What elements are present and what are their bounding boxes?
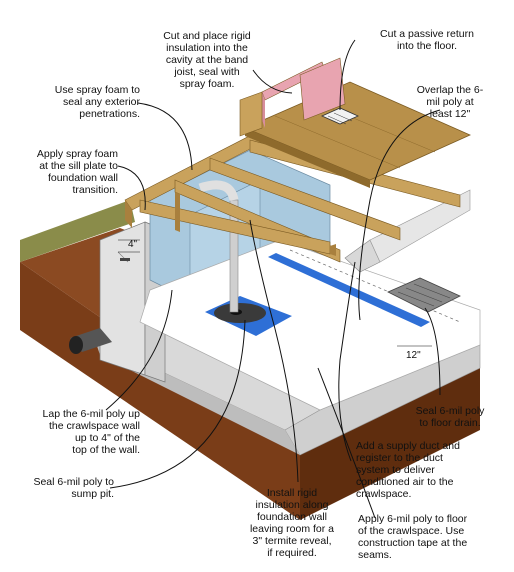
sump-riser-pipe (198, 180, 239, 313)
floor-drain-grate (387, 277, 461, 313)
passive-return-register (321, 107, 359, 125)
callout-seal-sump: Seal 6-mil poly to sump pit. (33, 476, 114, 500)
callout-overlap-poly: Overlap the 6- mil poly at least 12" (416, 84, 484, 120)
callout-floor-poly-tape: Apply 6-mil poly to floor of the crawlsp… (358, 513, 468, 561)
sump-pit (205, 296, 292, 336)
dimension-wall-reveal: 4" (118, 239, 140, 253)
callout-rigid-insulation-wall: Install rigid insulation along foundatio… (249, 487, 335, 559)
poly-floor (139, 239, 481, 411)
wall-vent (120, 258, 130, 261)
dimension-overlap: 12" (397, 345, 432, 361)
drain-pipe (69, 328, 112, 354)
dimension-wall-reveal-label: 4" (128, 239, 138, 250)
callout-seal-floor-drain: Seal 6-mil poly to floor drain. (415, 405, 485, 429)
supply-duct (344, 189, 471, 273)
callout-band-joist-insulation: Cut and place rigid insulation into the … (163, 30, 251, 90)
leader-lines (105, 39, 441, 519)
callout-passive-return: Cut a passive return into the floor. (380, 28, 474, 52)
dimension-overlap-label: 12" (406, 350, 421, 361)
callout-supply-duct: Add a supply duct and register to the du… (356, 440, 460, 500)
callout-spray-foam-exterior: Use spray foam to seal any exterior pene… (54, 84, 140, 120)
callout-sill-plate-foam: Apply spray foam at the sill plate to fo… (36, 148, 118, 196)
callout-lap-poly-wall: Lap the 6-mil poly up the crawlspace wal… (42, 408, 140, 456)
